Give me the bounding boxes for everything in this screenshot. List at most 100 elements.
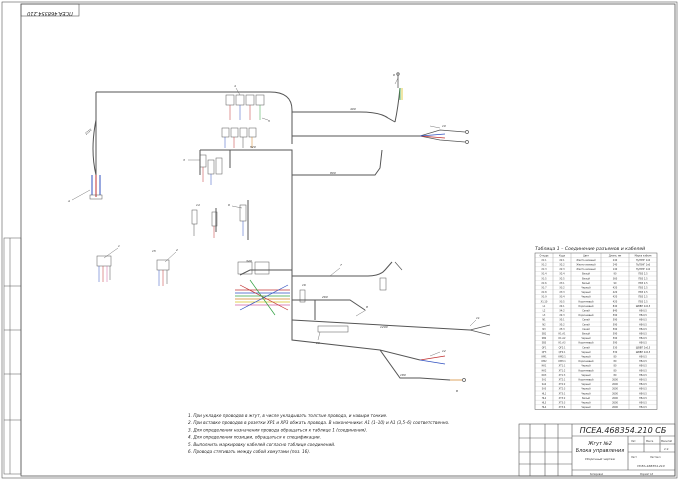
table-row-cell: ПВ3 2,5: [638, 287, 648, 290]
table-row-cell: НВ-0,5: [639, 342, 647, 345]
table-row-cell: НВ-0,5: [639, 323, 647, 326]
table-row-cell: ПВ3 2,5: [638, 282, 648, 285]
table-row-cell: Черный: [581, 356, 591, 359]
table-row-cell: Черный: [581, 388, 591, 391]
table-row-cell: 80: [614, 365, 617, 368]
table-row-cell: N1: [542, 319, 546, 322]
table-row-cell: Х5:1: [559, 319, 565, 322]
table-row-cell: HL4: [542, 406, 547, 409]
table-row-cell: ХТ3:2: [559, 397, 566, 400]
callout-13: 13: [316, 341, 320, 345]
right-fans: [299, 129, 491, 382]
table-row-cell: Белый: [582, 333, 590, 336]
table-row-cell: Черный: [581, 287, 591, 290]
designation: ПСЕА.468354.210 СБ: [580, 426, 667, 435]
table-row-cell: Желто-зеленый: [576, 264, 596, 267]
table-row-cell: 80: [614, 374, 617, 377]
table-row-cell: Х2:3: [559, 268, 565, 271]
table-row-cell: 240: [613, 259, 618, 262]
table-row-cell: Х5:3: [559, 328, 565, 331]
callout-5: 5: [268, 119, 270, 123]
mid-connectors: [191, 154, 247, 238]
table-row-cell: 590: [613, 337, 618, 340]
table-row-cell: 840: [613, 305, 618, 308]
title-block: [518, 423, 676, 477]
dim-400: 400: [350, 107, 356, 111]
table-row-cell: 2600: [612, 392, 618, 395]
table-header-cell: Длина, мм: [609, 254, 622, 257]
table-row-cell: Х3:4: [559, 296, 565, 299]
table-row-cell: Черный: [581, 402, 591, 405]
table-row-cell: Черный: [581, 351, 591, 354]
table-row-cell: ПВ3 2,5: [638, 291, 648, 294]
table-row-cell: Х3:5: [559, 300, 565, 303]
table-row-cell: 80: [614, 360, 617, 363]
table-row-cell: НВ-0,5: [639, 328, 647, 331]
scale-label: Масштаб: [661, 440, 672, 443]
table-row-cell: 90: [614, 282, 617, 285]
table-row-cell: Коричневый: [579, 342, 594, 345]
table-row-cell: КМ1: [541, 356, 547, 359]
callout-6: 6: [228, 203, 230, 207]
table-row-cell: 2600: [612, 388, 618, 391]
table-row-cell: НВ-0,5: [639, 383, 647, 386]
table-row-cell: Х1:5: [541, 277, 547, 280]
table-row-cell: N3: [542, 328, 546, 331]
mass-label: Масса: [646, 440, 654, 443]
table-row-cell: НВ-0,5: [639, 310, 647, 313]
table-row-cell: L3: [543, 314, 546, 317]
table-row-cell: ПВ3 2,5: [638, 296, 648, 299]
table-row-cell: КК3: [542, 374, 547, 377]
table-row-cell: Черный: [581, 374, 591, 377]
table-row-cell: 360: [613, 277, 618, 280]
table-row-cell: SA1: [542, 379, 547, 382]
name-line2: Блока управления: [576, 448, 625, 454]
table-row-cell: 420: [613, 291, 618, 294]
table-row-cell: ПуГВНГ 1х6: [636, 268, 651, 271]
table-row-cell: ХТ2:3: [559, 388, 566, 391]
table-row-cell: 2600: [612, 406, 618, 409]
sheets-label: Листов 1: [650, 456, 661, 459]
table-row-cell: Х1:9: [541, 296, 547, 299]
table-row-cell: Черный: [581, 383, 591, 386]
table-row-cell: 530: [613, 346, 618, 349]
table-row-cell: ХТ1:1: [559, 365, 566, 368]
table-row-cell: НВ-0,5: [639, 406, 647, 409]
table-row-cell: НВ-0,5: [639, 392, 647, 395]
dim-1010: 1010: [84, 128, 92, 136]
table-row-cell: Х4:2: [559, 310, 565, 313]
dim-180: 180: [400, 373, 406, 377]
copy-label: Копировал: [590, 473, 604, 476]
table-row-cell: Белый: [582, 273, 590, 276]
title-block-text: ПСЕА.468354.210 СБ Жгут №2 Блока управле…: [576, 426, 673, 476]
table-row-cell: Х2:5: [559, 277, 565, 280]
table-row-cell: Коричневый: [579, 305, 594, 308]
table-row-cell: ХТ3:1: [559, 392, 566, 395]
name-line1: Жгут №2: [587, 441, 612, 447]
table-row-cell: Х2:1: [559, 259, 565, 262]
table-row-cell: Х5:2: [559, 323, 565, 326]
table-row-cell: НВ-0,5: [639, 337, 647, 340]
table-row-cell: QF3: [542, 351, 547, 354]
scale-value: 1:1: [664, 447, 669, 451]
table-row-cell: К1:А2: [559, 337, 566, 340]
note-line: 2. При вставке проводов в розетки ХР1 и …: [188, 420, 449, 425]
bottom-code: ПСЕА.468354.210: [637, 464, 664, 468]
table-row-cell: ШВВП 2х0,5: [636, 305, 651, 308]
left-blocks: [96, 255, 170, 286]
table-row-cell: 2600: [612, 402, 618, 405]
table-row-cell: Х1:7: [541, 287, 547, 290]
stage-label: Лит.: [631, 440, 637, 443]
table-row-cell: QF2:1: [559, 346, 566, 349]
table-row-cell: 590: [613, 342, 618, 345]
top-terminal: [396, 72, 403, 100]
table-row-cell: Коричневый: [579, 314, 594, 317]
table-row-cell: Коричневый: [579, 300, 594, 303]
table-row-cell: SB3: [542, 342, 547, 345]
corner-code-box: ПСЕА.468354.210: [20, 3, 80, 17]
table-row-cell: 590: [613, 319, 618, 322]
table-header-cell: Марка кабеля: [635, 254, 652, 257]
note-line: 4. Для определения позиции, обращаться к…: [188, 435, 321, 440]
table-row-cell: Х1:8: [541, 291, 547, 294]
table-row-cell: Коричневый: [579, 369, 594, 372]
